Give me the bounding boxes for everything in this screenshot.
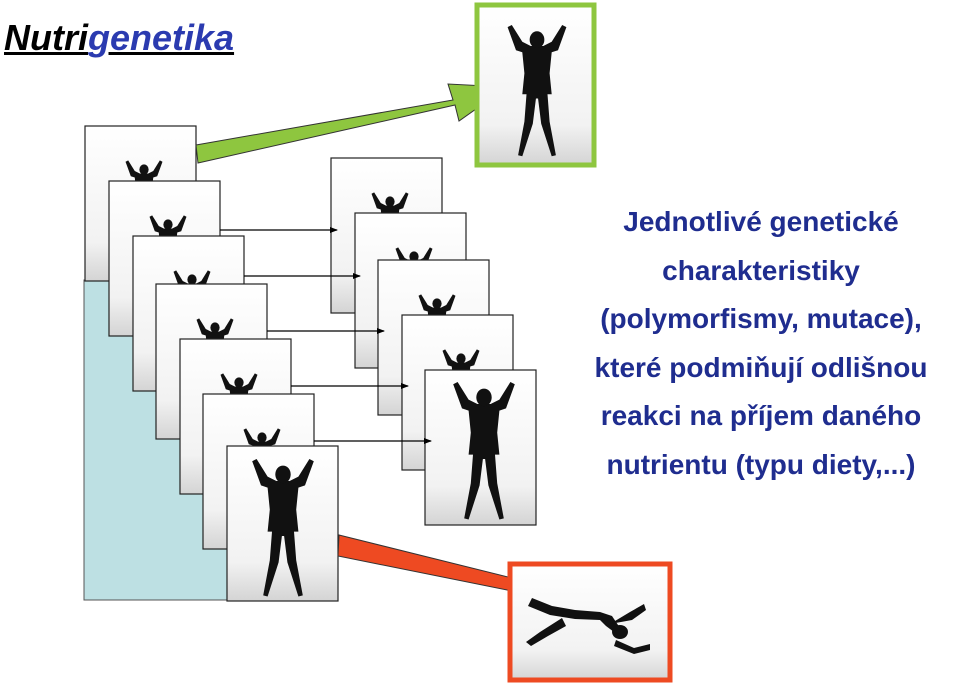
caption-line: které podmiňují odlišnou bbox=[594, 351, 928, 383]
person-photo-right-5 bbox=[424, 369, 537, 526]
person-fallen-icon bbox=[526, 598, 650, 654]
genotype-stack-right bbox=[330, 157, 537, 526]
caption-line: reakci na příjem daného bbox=[600, 400, 922, 431]
connector-arrows bbox=[220, 227, 432, 444]
title-part-genetika: genetika bbox=[88, 17, 235, 58]
caption-text: Jednotlivé genetické charakteristiky (po… bbox=[562, 198, 960, 489]
page-title: Nutrigenetika bbox=[4, 16, 234, 60]
negative-outcome-photo bbox=[507, 561, 673, 683]
caption-line: nutrientu (typu diety,...) bbox=[606, 448, 916, 480]
positive-outcome-arrow bbox=[195, 83, 509, 164]
title-part-nutri: Nutri bbox=[4, 17, 88, 58]
positive-outcome-photo bbox=[474, 2, 597, 168]
person-photo-left-7 bbox=[226, 445, 339, 602]
caption-line: Jednotlivé genetické bbox=[623, 206, 899, 237]
caption-line: (polymorfismy, mutace), bbox=[600, 303, 922, 334]
genotype-stack-left bbox=[84, 125, 339, 602]
caption-line: charakteristiky bbox=[662, 254, 860, 286]
